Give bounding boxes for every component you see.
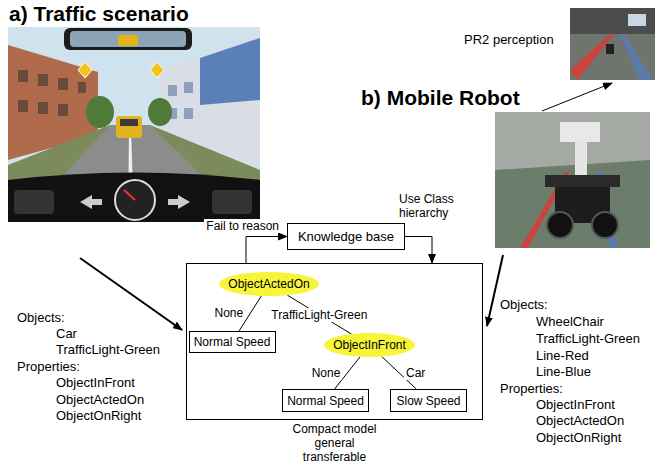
pr2-perception-image [570, 8, 655, 80]
mobile-robot-photo [495, 112, 650, 248]
list-item: Objects: [17, 310, 65, 325]
list-item: TrafficLight-Green [56, 342, 160, 357]
panel-title: b) Mobile Robot [361, 86, 520, 110]
perception-arrow [542, 83, 612, 111]
list-item: ObjectOnRight [536, 430, 621, 445]
connector [246, 237, 287, 264]
edge-label: TrafficLight-Green [269, 308, 369, 322]
decision-ellipse: ObjectInFront [324, 333, 415, 357]
model-caption: Compact model general transferable [283, 422, 387, 464]
list-item: ObjectOnRight [56, 408, 141, 423]
node-text: ObjectActedOn [228, 277, 309, 291]
input-arrow [487, 255, 503, 326]
node-text: Slow Speed [396, 394, 460, 408]
list-item: WheelChair [536, 314, 604, 329]
model-frame: Compact model general transferableObject… [186, 263, 483, 420]
list-item: ObjectInFront [56, 375, 135, 390]
node-text: Knowledge base [298, 229, 394, 244]
edge-label: Car [404, 366, 427, 380]
list-item: Properties: [17, 359, 80, 374]
decision-ellipse: ObjectActedOn [219, 272, 319, 296]
list-item: ObjectActedOn [56, 392, 144, 407]
leaf-box: Slow Speed [390, 389, 467, 412]
panel-title: a) Traffic scenario [9, 2, 189, 26]
connector [405, 237, 432, 264]
list-item: ObjectInFront [536, 397, 615, 412]
list-item: Objects: [500, 297, 548, 312]
leaf-box: Normal Speed [189, 331, 276, 353]
list-item: ObjectActedOn [536, 413, 624, 428]
edge-label: Fail to reason [204, 219, 281, 233]
list-item: Line-Blue [536, 364, 591, 379]
edge-label: None [310, 366, 343, 380]
list-item: PR2 perception [464, 32, 554, 47]
leaf-box: Normal Speed [282, 389, 369, 412]
list-item: Line-Red [536, 348, 589, 363]
edge-label: Use Class hierarchy [397, 192, 467, 220]
list-item: TrafficLight-Green [536, 331, 640, 346]
node-text: Normal Speed [194, 335, 271, 349]
edge-label: None [213, 306, 246, 320]
list-item: Car [56, 326, 77, 341]
knowledge-base-box: Knowledge base [287, 223, 405, 250]
traffic-scene [8, 27, 260, 222]
node-text: Normal Speed [287, 394, 364, 408]
node-text: ObjectInFront [333, 338, 406, 352]
list-item: Properties: [500, 381, 563, 396]
input-arrow [80, 258, 182, 330]
